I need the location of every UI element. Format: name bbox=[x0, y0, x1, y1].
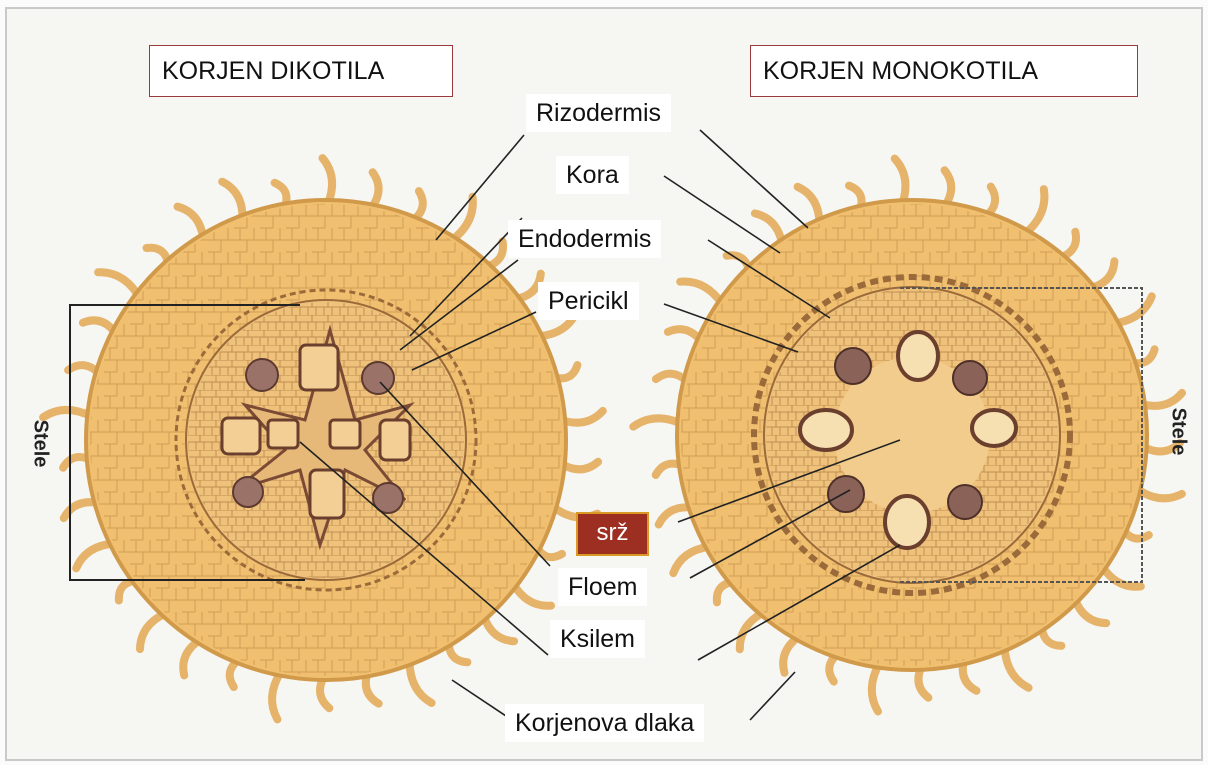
stele-label-left: Stele bbox=[28, 420, 51, 468]
stele-label-right: Stele bbox=[1166, 408, 1189, 456]
label-srz: srž bbox=[576, 512, 649, 556]
label-ksilem: Ksilem bbox=[550, 620, 645, 658]
label-pericikl: Pericikl bbox=[538, 282, 639, 320]
title-monocot: KORJEN MONOKOTILA bbox=[750, 45, 1138, 97]
label-korjenova-dlaka: Korjenova dlaka bbox=[505, 704, 704, 742]
label-floem: Floem bbox=[558, 568, 647, 606]
label-kora: Kora bbox=[556, 156, 629, 194]
label-endodermis: Endodermis bbox=[508, 220, 661, 258]
label-rizodermis: Rizodermis bbox=[526, 94, 671, 132]
title-dicot: KORJEN DIKOTILA bbox=[149, 45, 453, 97]
